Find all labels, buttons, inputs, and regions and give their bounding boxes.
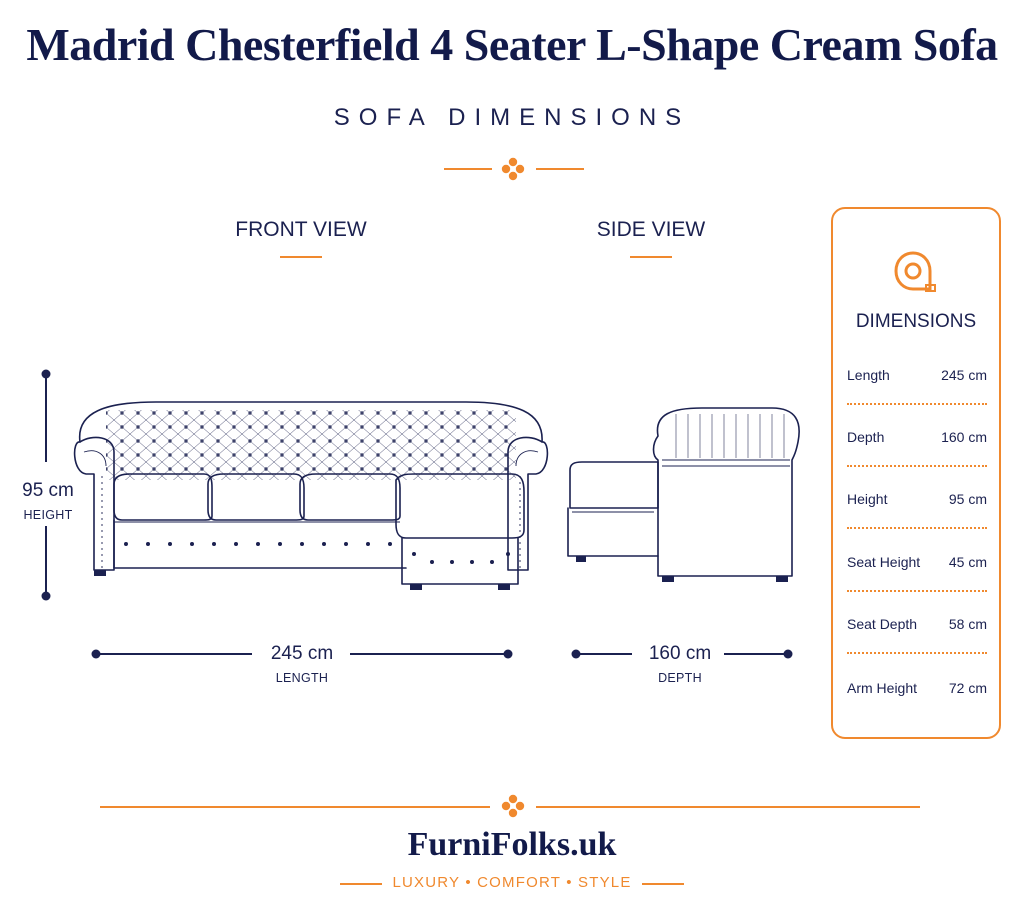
front-view-label: FRONT VIEW [235, 218, 367, 241]
side-view-underline [630, 256, 672, 258]
height-value: 95 cm [22, 480, 74, 501]
dimension-row-label: Depth [847, 429, 885, 445]
dimension-row-value: 245 cm [941, 367, 987, 383]
dimension-row-value: 58 cm [948, 616, 987, 632]
dotted-divider [847, 465, 987, 467]
tagline-rule-left [340, 883, 382, 885]
dimension-row-length: Length 245 cm [847, 367, 987, 407]
dimension-row-seat-depth: Seat Depth 58 cm [847, 616, 987, 656]
dimension-row-depth: Depth 160 cm [847, 429, 987, 469]
dotted-divider [847, 590, 987, 592]
dimensions-panel: DIMENSIONS Length 245 cm Depth 160 cm He… [831, 207, 1001, 739]
depth-value: 160 cm [648, 643, 712, 664]
length-dimension-line [91, 649, 513, 659]
brand-name: FurniFolks.uk [407, 826, 617, 863]
dimensions-panel-title: DIMENSIONS [855, 311, 977, 332]
dotted-divider [847, 403, 987, 405]
dimension-row-arm-height: Arm Height 72 cm [847, 680, 987, 720]
depth-label: DEPTH [658, 671, 702, 685]
dimension-row-value: 72 cm [948, 680, 987, 696]
dimension-row-value: 95 cm [948, 491, 987, 507]
ornament-rule-right [536, 168, 584, 170]
dimension-row-label: Seat Height [847, 554, 921, 570]
page-title: Madrid Chesterfield 4 Seater L-Shape Cre… [26, 19, 998, 70]
dimension-row-seat-height: Seat Height 45 cm [847, 554, 987, 594]
dimension-row-label: Seat Depth [847, 616, 918, 632]
length-value: 245 cm [270, 643, 334, 664]
dotted-divider [847, 527, 987, 529]
front-view-sofa-drawing [73, 401, 549, 590]
ornament-rule-left [444, 168, 492, 170]
side-view-sofa-drawing [567, 407, 800, 582]
dimension-row-height: Height 95 cm [847, 491, 987, 531]
height-label: HEIGHT [23, 508, 73, 522]
dimension-row-label: Arm Height [847, 680, 918, 696]
side-view-label: SIDE VIEW [596, 218, 706, 241]
page-subtitle: SOFA DIMENSIONS [333, 104, 691, 131]
flower-ornament-icon [501, 794, 525, 818]
dimension-row-label: Length [847, 367, 890, 383]
footer-rule-right [536, 806, 920, 808]
depth-dimension-line [571, 649, 793, 659]
height-dimension-line [41, 369, 51, 601]
dotted-divider [847, 652, 987, 654]
length-label: LENGTH [275, 671, 329, 685]
front-view-underline [280, 256, 322, 258]
dimension-row-value: 160 cm [941, 429, 987, 445]
dimension-row-label: Height [847, 491, 888, 507]
brand-tagline: LUXURY • COMFORT • STYLE [392, 874, 632, 891]
tape-measure-icon [894, 251, 936, 292]
tagline-rule-right [642, 883, 684, 885]
flower-ornament-icon [501, 157, 525, 181]
footer-rule-left [100, 806, 490, 808]
dimension-row-value: 45 cm [948, 554, 987, 570]
